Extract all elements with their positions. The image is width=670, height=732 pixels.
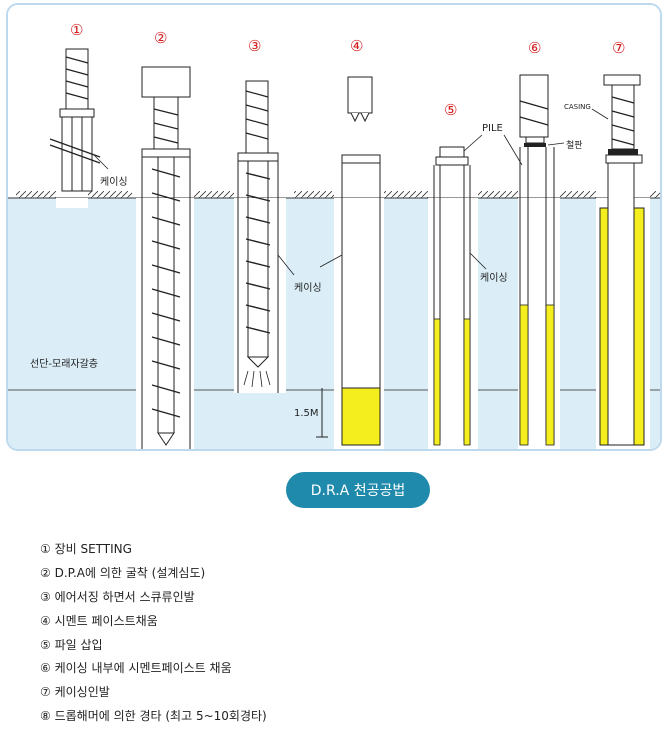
stage-4-number: ④ <box>350 37 363 55</box>
casing-label-3: 케이싱 <box>294 282 322 294</box>
stage-3: ③ <box>237 37 295 393</box>
casing-label-1: 케이싱 <box>100 176 128 188</box>
cement-fill-4 <box>341 387 381 446</box>
stage-2-number: ② <box>154 29 167 47</box>
casing-label-5: 케이싱 <box>480 272 508 284</box>
stage-7-number: ⑦ <box>612 39 625 57</box>
step-list: ① 장비 SETTING ② D.P.A에 의한 굴착 (설계심도) ③ 에어서… <box>40 541 267 732</box>
stage-6-number: ⑥ <box>528 39 541 57</box>
dra-process-diagram: ① 케이싱 ② ③ <box>8 5 660 449</box>
step-item-5: ⑤ 파일 삽입 <box>40 637 103 652</box>
step-item-2: ② D.P.A에 의한 굴착 (설계심도) <box>40 565 206 580</box>
step-item-4: ④ 시멘트 페이스트채움 <box>40 613 158 628</box>
step-item-7: ⑦ 케이싱인발 <box>40 685 110 700</box>
depth-label: 1.5M <box>294 408 319 419</box>
stage-7: ⑦ CASING <box>564 39 645 446</box>
stage-6: ⑥ 철판 <box>519 39 583 446</box>
stage-1: ① 케이싱 <box>49 21 128 192</box>
method-title: D.R.A 천공공법 <box>286 472 430 508</box>
stage-4: ④ 케이싱 1.5M <box>294 37 381 446</box>
cement-fill-6 <box>519 304 529 446</box>
casing-en-label: CASING <box>564 103 591 111</box>
diagram-panel: ① 케이싱 ② ③ <box>6 3 662 451</box>
step-item-6: ⑥ 케이싱 내부에 시멘트페이스트 채움 <box>40 661 232 676</box>
stage-1-number: ① <box>70 21 83 39</box>
step-item-3: ③ 에어서징 하면서 스큐류인발 <box>40 589 195 604</box>
cement-fill-5 <box>463 318 471 446</box>
pile-label: PILE <box>482 123 503 134</box>
soil-layer-label: 선단-모래자갈층 <box>30 357 98 370</box>
step-item-8: ⑧ 드롭해머에 의한 경타 (최고 5~10회경타) <box>40 709 267 724</box>
stage-5-number: ⑤ <box>444 101 457 119</box>
ground-hatching <box>16 191 660 198</box>
steel-plate-label: 철판 <box>566 140 583 151</box>
stage-3-number: ③ <box>248 37 261 55</box>
step-item-1: ① 장비 SETTING <box>40 542 132 556</box>
stage-2: ② <box>141 29 191 449</box>
stage-5: ⑤ PILE 케이싱 <box>433 101 523 446</box>
